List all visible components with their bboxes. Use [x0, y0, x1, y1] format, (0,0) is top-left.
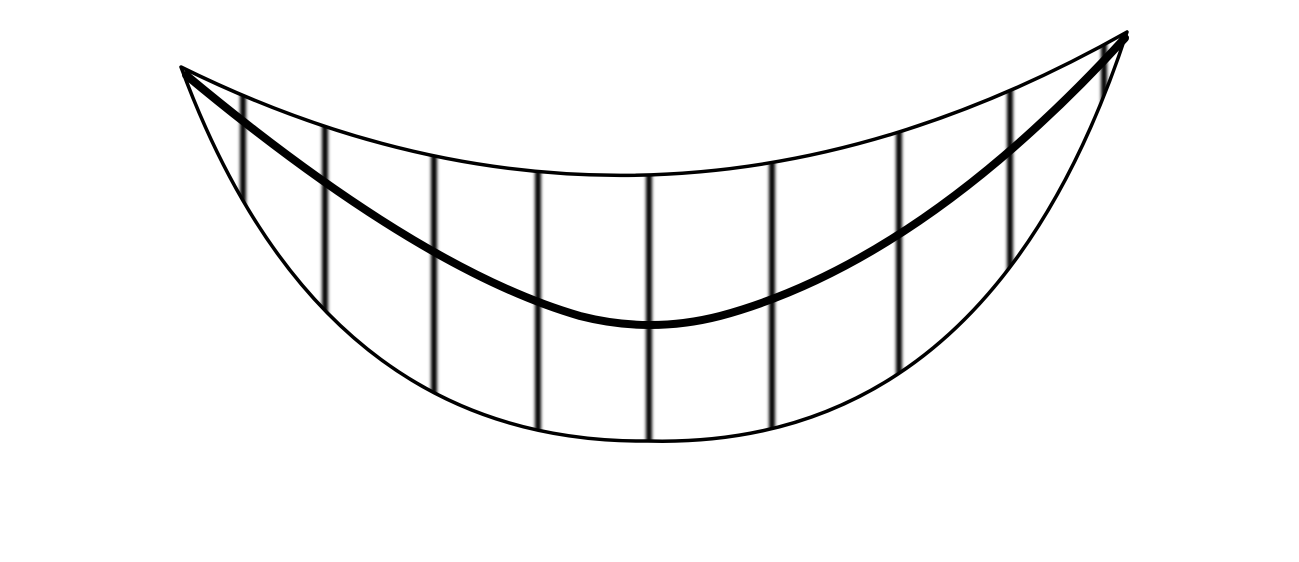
- teeth-separators: [240, 32, 1107, 442]
- smile-center-line: [182, 34, 1129, 329]
- mouth-outline: [179, 30, 1129, 443]
